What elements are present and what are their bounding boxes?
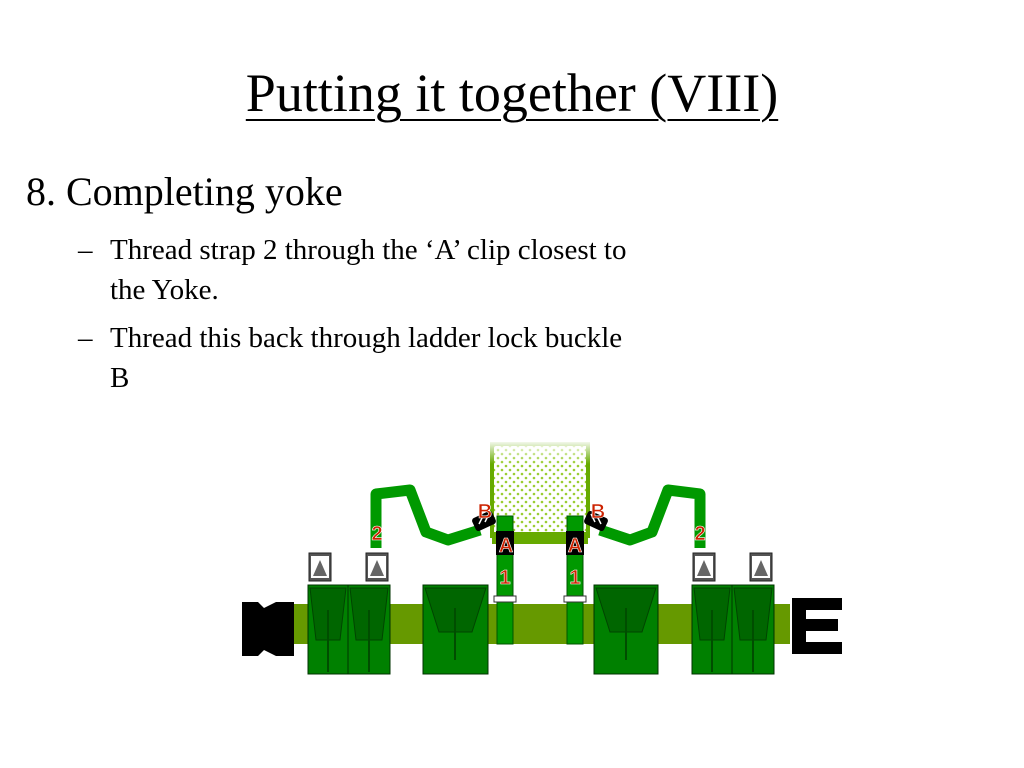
- label-strap-2-right: 2: [694, 523, 705, 545]
- bullet-marker: –: [78, 234, 93, 266]
- slide-title: Putting it together (VIII): [245, 63, 779, 123]
- a-clip-right: [566, 531, 584, 555]
- pouch: [731, 584, 775, 675]
- pouch: [422, 584, 489, 675]
- strap-2-right: [598, 484, 706, 548]
- buckle-icon: [792, 598, 842, 654]
- bullet-item: – Thread strap 2 through the ‘A’ clip cl…: [78, 230, 638, 310]
- strap-2-left: [370, 484, 482, 548]
- pouch: [347, 584, 391, 675]
- ladder-lock-buckle-b-left: [472, 510, 496, 532]
- pouch: [307, 584, 349, 675]
- arrow-up-icon: [692, 552, 716, 582]
- label-buckle-b-right: B: [591, 501, 605, 523]
- label-buckle-b-left: B: [478, 501, 492, 523]
- arrow-up-icon: [365, 552, 389, 582]
- arrow-up-icon: [308, 552, 332, 582]
- buckle-icon: [242, 602, 294, 656]
- a-clip-left: [496, 531, 514, 555]
- arrow-up-icon: [749, 552, 773, 582]
- label-clip-a-right: A: [568, 535, 582, 557]
- label-strap-1-right: 1: [569, 567, 580, 589]
- pouch: [593, 584, 659, 675]
- pouch: [691, 584, 733, 675]
- ladder-lock-buckle-b-right: [584, 510, 608, 532]
- bullet-item: – Thread this back through ladder lock b…: [78, 318, 638, 398]
- label-strap-1-left: 1: [499, 567, 510, 589]
- bullet-text: Thread this back through ladder lock buc…: [110, 322, 623, 394]
- label-clip-a-left: A: [499, 535, 513, 557]
- bullet-marker: –: [78, 322, 93, 354]
- step-heading: 8. Completing yoke: [26, 169, 343, 214]
- bullet-text: Thread strap 2 through the ‘A’ clip clos…: [110, 234, 627, 306]
- label-strap-2-left: 2: [371, 523, 382, 545]
